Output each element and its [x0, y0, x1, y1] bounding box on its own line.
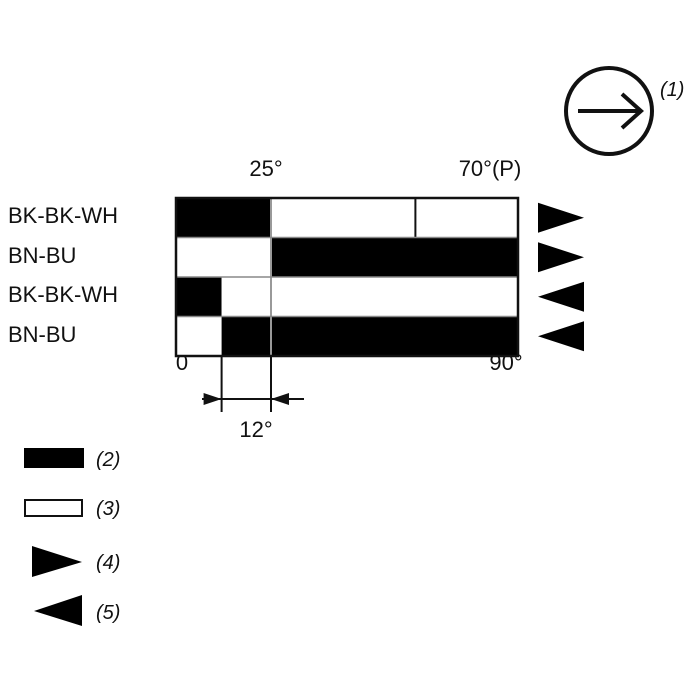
row-label: BN-BU	[8, 322, 76, 347]
direction-callout: (1)	[660, 79, 684, 101]
legend-label: (5)	[96, 602, 120, 624]
dimension-arrow-icon	[203, 393, 222, 405]
legend-label: (2)	[96, 449, 120, 471]
direction-indicator: (1)	[564, 66, 684, 156]
label-25-deg: 25°	[249, 156, 282, 181]
triangle-left-icon	[538, 281, 584, 312]
dimension-12-deg	[202, 356, 304, 412]
direction-markers	[538, 202, 584, 352]
segment-open	[176, 237, 271, 277]
legend: (2) (3) (4) (5)	[24, 448, 120, 626]
timing-grid	[174, 196, 520, 358]
row-label: BN-BU	[8, 243, 76, 268]
segment-open	[176, 316, 222, 356]
grid-frame	[174, 196, 520, 358]
segment-open	[221, 277, 518, 317]
legend-label: (4)	[96, 552, 120, 574]
segment-closed	[221, 316, 518, 356]
direction-circle	[564, 66, 654, 156]
segment-closed	[176, 277, 222, 317]
legend-label: (3)	[96, 498, 120, 520]
row-label: BK-BK-WH	[8, 203, 118, 228]
legend-empty-box	[24, 499, 83, 517]
segment-open	[271, 198, 518, 238]
segment-closed	[176, 198, 271, 238]
arrow-right-circle-icon	[578, 92, 644, 130]
triangle-left-icon	[538, 321, 584, 352]
row-label: BK-BK-WH	[8, 282, 118, 307]
segment-closed	[271, 237, 518, 277]
legend-triangle-left-icon	[34, 595, 82, 626]
row-labels: BK-BK-WH BN-BU BK-BK-WH BN-BU	[8, 203, 118, 347]
legend-filled-box	[24, 448, 84, 468]
triangle-right-icon	[538, 242, 584, 273]
dimension-arrow-icon	[271, 393, 289, 405]
label-70-deg-p: 70°(P)	[459, 156, 522, 181]
dimension-label: 12°	[239, 417, 272, 442]
triangle-right-icon	[538, 202, 584, 233]
legend-triangle-right-icon	[32, 546, 82, 577]
